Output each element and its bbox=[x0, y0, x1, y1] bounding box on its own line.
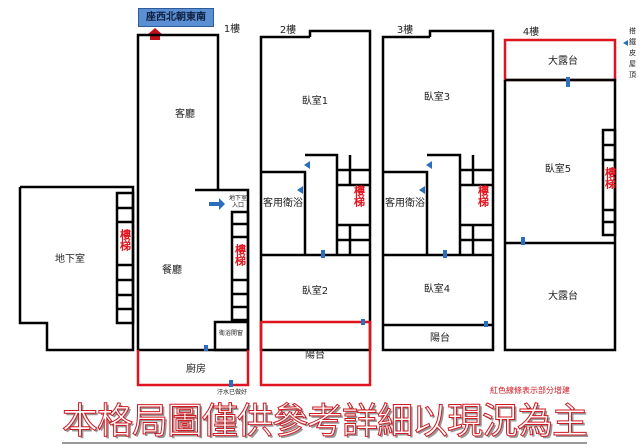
floor2-label: 2樓 bbox=[280, 23, 296, 36]
door-marker-icon bbox=[361, 319, 365, 325]
balcony-label: 陽台 bbox=[305, 348, 325, 361]
kitchen-label: 廚房 bbox=[186, 362, 206, 375]
stairs-label: 樓梯 bbox=[234, 243, 247, 267]
bedroom3-label: 臥室3 bbox=[424, 90, 450, 103]
basement-plan: 地下室 樓梯 bbox=[18, 185, 135, 352]
floor1-label: 1樓 bbox=[224, 22, 240, 35]
floor2-plan: 2樓 臥室1 臥室2 客用衛浴 陽台 樓梯 bbox=[259, 23, 372, 387]
floor1-plan: 1樓 客廳 餐廳 廚房 衛浴開窗 樓梯 汙水已做好 bbox=[136, 22, 250, 396]
disclaimer-banner: 本格局圖僅供參考詳細以現況為主 bbox=[61, 401, 589, 444]
door-arrow-icon bbox=[426, 161, 432, 169]
floor3-plan: 3樓 臥室3 臥室4 客用衛浴 陽台 樓梯 bbox=[381, 23, 495, 352]
roof-note: 搭鐵皮屋頂 bbox=[629, 27, 636, 79]
roof-pointer-icon bbox=[623, 40, 628, 46]
bath-label: 衛浴開窗 bbox=[219, 329, 243, 337]
bedroom2-label: 臥室2 bbox=[302, 284, 328, 297]
door-marker-icon bbox=[204, 345, 208, 351]
door-arrow-icon bbox=[419, 186, 425, 194]
door-marker-icon bbox=[566, 77, 570, 87]
floor4-label: 4樓 bbox=[523, 25, 539, 38]
sewage-label: 汙水已做好 bbox=[217, 388, 247, 396]
legend-note: 紅色線條表示部分增建 bbox=[490, 386, 570, 395]
living-room-label: 客廳 bbox=[175, 107, 195, 120]
door-marker-icon bbox=[484, 321, 488, 327]
orientation-label: 座西北朝東南 bbox=[138, 8, 214, 27]
stairs-label: 樓梯 bbox=[604, 166, 617, 190]
door-arrow-icon bbox=[304, 161, 310, 169]
floor4-plan: 4樓 大露台 臥室5 大露台 樓梯 bbox=[503, 25, 628, 352]
terrace-top-label: 大露台 bbox=[548, 54, 578, 67]
bedroom4-label: 臥室4 bbox=[424, 282, 450, 295]
stairs-label: 樓梯 bbox=[353, 184, 366, 208]
terrace-bottom-label: 大露台 bbox=[548, 289, 578, 302]
door-marker-icon bbox=[443, 250, 447, 258]
sewage-marker-icon bbox=[229, 380, 233, 387]
guest-bath-label: 客用衛浴 bbox=[385, 196, 425, 209]
door-marker-icon bbox=[521, 237, 525, 245]
bedroom5-label: 臥室5 bbox=[545, 162, 571, 175]
door-arrow-icon bbox=[297, 186, 303, 194]
balcony-label: 陽台 bbox=[430, 331, 450, 344]
door-marker-icon bbox=[321, 250, 325, 258]
bedroom1-label: 臥室1 bbox=[302, 94, 328, 107]
basement-entry-label: 地下室入口 bbox=[229, 195, 248, 209]
stairs-label: 樓梯 bbox=[477, 184, 490, 208]
stairs-label: 樓梯 bbox=[119, 228, 132, 252]
dining-room-label: 餐廳 bbox=[162, 263, 182, 276]
basement-label: 地下室 bbox=[55, 252, 85, 265]
floor3-label: 3樓 bbox=[397, 23, 413, 36]
guest-bath-label: 客用衛浴 bbox=[263, 196, 303, 209]
entry-arrow-icon bbox=[209, 198, 225, 210]
